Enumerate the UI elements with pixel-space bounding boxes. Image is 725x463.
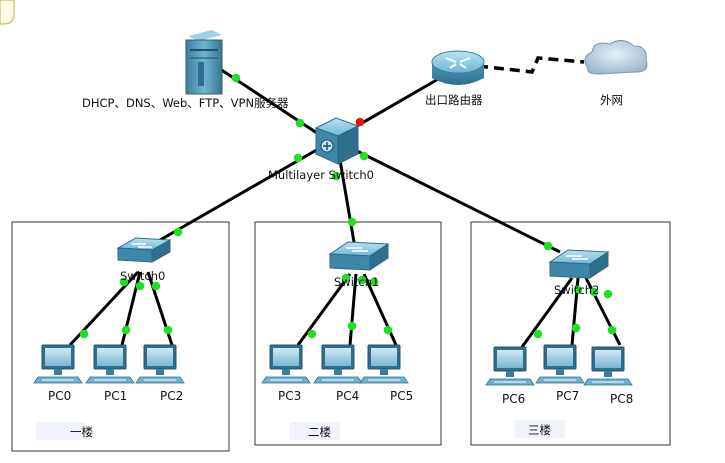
port-up-dot-6: [173, 227, 183, 237]
pc6-icon[interactable]: [485, 346, 535, 386]
port-up-dot-20: [163, 325, 173, 335]
port-up-dot-11: [151, 281, 161, 291]
router-icon[interactable]: [431, 50, 485, 85]
router-label: 出口路由器: [425, 93, 483, 107]
link-core-switch1[interactable]: [338, 159, 357, 249]
pc8-icon[interactable]: [583, 346, 633, 386]
port-up-dot-25: [571, 323, 581, 333]
switch2-label: Switch2: [554, 283, 599, 297]
port-up-dot-9: [119, 277, 129, 287]
port-up-dot-7: [347, 217, 357, 227]
link-switch2-pc6[interactable]: [520, 277, 574, 348]
pc8-label: PC8: [610, 392, 633, 406]
pc0-icon[interactable]: [33, 344, 83, 384]
port-up-dot-10: [135, 281, 145, 291]
pc6-label: PC6: [502, 392, 525, 406]
link-switch1-pc4[interactable]: [348, 273, 358, 346]
port-up-dot-18: [79, 329, 89, 339]
floor-label-bg-1: [36, 422, 86, 440]
pc4-label: PC4: [336, 389, 359, 403]
link-router-cloud[interactable]: [477, 56, 585, 74]
port-up-dot-23: [383, 325, 393, 335]
pc4-icon[interactable]: [313, 344, 363, 384]
cloud-icon[interactable]: [584, 40, 648, 75]
server-label: DHCP、DNS、Web、FTP、VPN服务器: [82, 96, 289, 110]
port-up-dot-0: [231, 73, 241, 83]
port-up-dot-22: [347, 321, 357, 331]
pc3-icon[interactable]: [261, 344, 311, 384]
cloud-label: 外网: [600, 93, 623, 107]
ports-layer: [79, 73, 617, 339]
floor1-label: 一楼: [70, 425, 93, 439]
multilayer-switch-icon[interactable]: [314, 117, 360, 165]
floor2-label: 二楼: [308, 425, 331, 439]
port-up-dot-26: [607, 325, 617, 335]
pc7-label: PC7: [556, 389, 579, 403]
switch1-icon[interactable]: [328, 241, 390, 271]
links: [68, 67, 622, 348]
pc0-label: PC0: [48, 389, 71, 403]
port-down-dot-2: [355, 117, 365, 127]
pc5-label: PC5: [390, 389, 413, 403]
port-up-dot-12: [341, 273, 351, 283]
pc3-label: PC3: [278, 389, 301, 403]
pc1-label: PC1: [104, 389, 127, 403]
note-corner-icon[interactable]: [0, 0, 15, 25]
floor-area-3: [470, 221, 671, 446]
floor-label-bg-3: [515, 420, 565, 438]
floor3-label: 三楼: [528, 423, 551, 437]
switch2-icon[interactable]: [548, 249, 610, 279]
port-up-dot-4: [331, 171, 341, 181]
pc7-icon[interactable]: [535, 344, 585, 384]
pcs-layer: [33, 344, 633, 386]
port-up-dot-5: [359, 151, 369, 161]
port-up-dot-19: [121, 325, 131, 335]
port-up-dot-8: [543, 241, 553, 251]
port-up-dot-1: [295, 118, 305, 128]
pc2-icon[interactable]: [135, 344, 185, 384]
port-up-dot-13: [357, 275, 367, 285]
port-up-dot-3: [293, 153, 303, 163]
floor-area-1: [11, 221, 230, 452]
switch1-label: Switch1: [334, 275, 379, 289]
link-core-switch2[interactable]: [354, 148, 561, 254]
link-core-router[interactable]: [349, 76, 441, 132]
port-up-dot-16: [589, 287, 599, 297]
port-up-dot-17: [603, 289, 613, 299]
port-up-dot-15: [573, 285, 583, 295]
core-switch-label: Multilayer Switch0: [268, 168, 374, 182]
pc2-label: PC2: [160, 389, 183, 403]
floor-label-bg-2: [290, 422, 340, 440]
port-up-dot-14: [369, 277, 379, 287]
pc5-icon[interactable]: [359, 344, 409, 384]
switch0-icon[interactable]: [116, 237, 172, 263]
server-icon[interactable]: [185, 30, 223, 95]
port-up-dot-24: [533, 329, 543, 339]
switch0-label: Switch0: [120, 269, 165, 283]
port-up-dot-21: [307, 329, 317, 339]
link-switch1-pc3[interactable]: [296, 273, 352, 346]
pc1-icon[interactable]: [85, 344, 135, 384]
